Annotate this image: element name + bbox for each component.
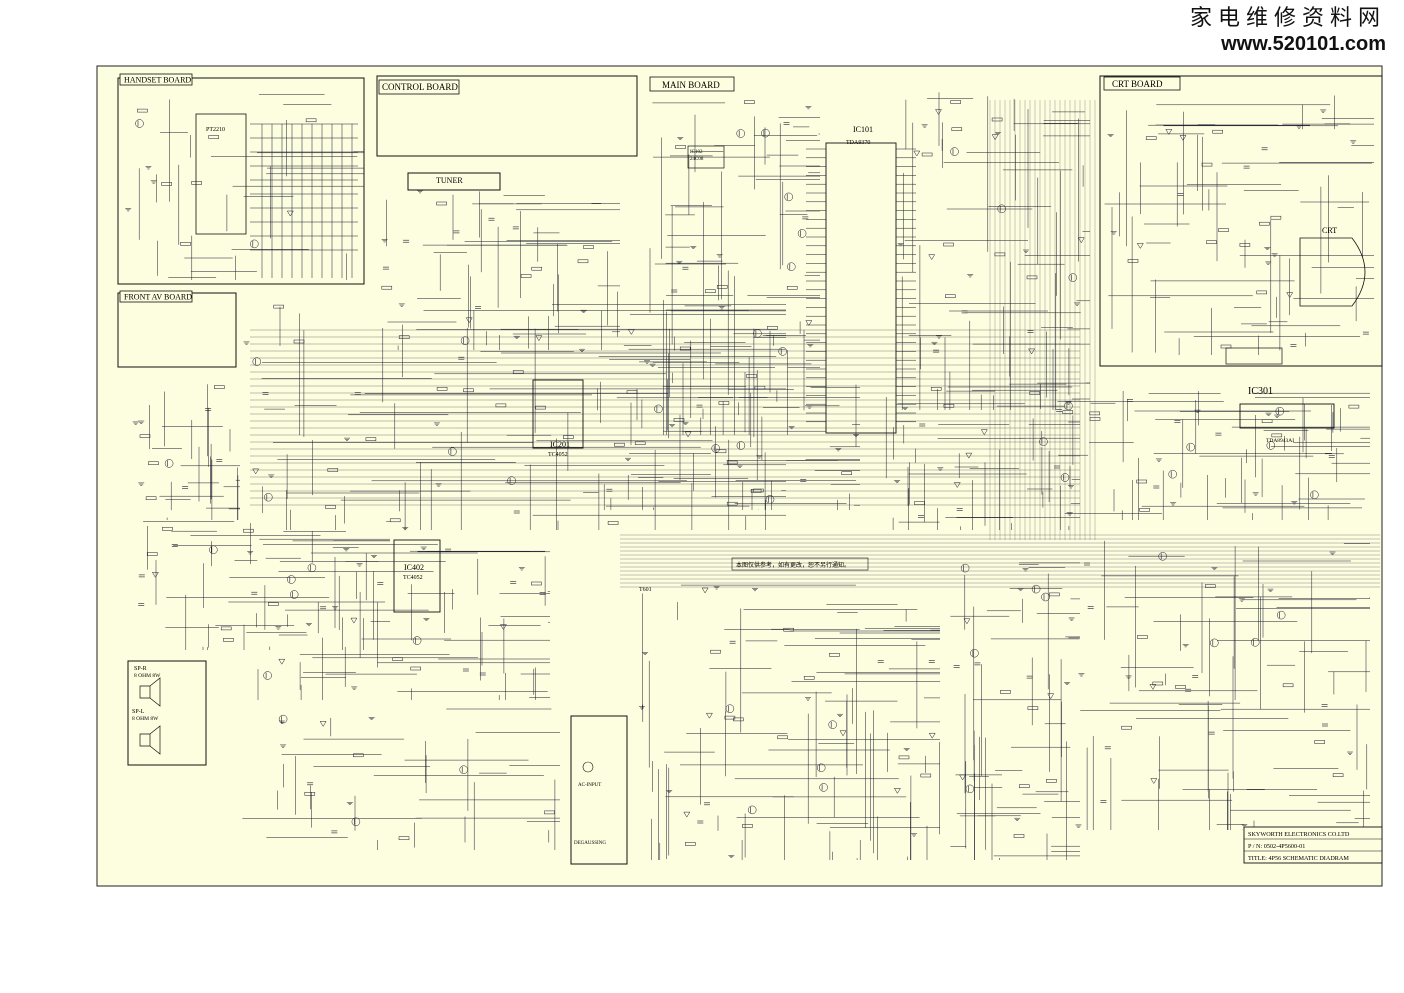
crt-socket	[1225, 347, 1283, 365]
speaker-l-icon	[139, 725, 161, 755]
sp-l-label: SP-L	[132, 709, 145, 715]
sp-r-label: SP-R	[134, 666, 147, 672]
ic201-part: TC4052	[548, 452, 568, 458]
ac-input-label: AC-INPUT	[578, 783, 601, 788]
control-board: CONTROL BOARD	[376, 75, 638, 157]
sp-l-spec: 8 OHM 8W	[132, 716, 159, 722]
title-block: SKYWORTH ELECTRONICS CO.LTD P / N: 0502-…	[1243, 826, 1383, 864]
speaker-block: SP-R 8 OHM 8W SP-L 8 OHM 8W	[127, 660, 207, 766]
watermark: 家电维修资料网 www.520101.com	[1190, 6, 1386, 56]
ic301-name: IC301	[1248, 386, 1273, 397]
ic402: IC402 TC4052	[393, 539, 441, 613]
crt-board: CRT BOARD CRT	[1099, 75, 1383, 367]
ic201: IC201 TC4052	[532, 379, 584, 458]
ic102: IC102 24C08	[687, 145, 725, 169]
crt-tube-symbol	[1299, 237, 1366, 307]
sheet-paper	[96, 65, 1383, 887]
handset-ic-body	[195, 113, 247, 235]
title-company: SKYWORTH ELECTRONICS CO.LTD	[1248, 831, 1350, 838]
control-board-label: CONTROL BOARD	[382, 82, 458, 92]
reference-note: 本图仅供参考，如有更改，恕不另行通知。	[731, 557, 869, 571]
ic101-pins	[806, 148, 916, 423]
ic101: IC101 TDA9370	[806, 125, 916, 434]
degaussing-label: DEGAUSSING	[574, 841, 606, 846]
crt-label: CRT	[1322, 226, 1337, 235]
handset-ic-label: PT2210	[206, 127, 225, 133]
ic102-part: 24C08	[690, 157, 704, 162]
ac-input-block: AC-INPUT DEGAUSSING	[570, 715, 628, 865]
ic101-part: TDA9370	[846, 140, 870, 146]
ground-symbols	[125, 106, 1357, 858]
crt-board-label: CRT BOARD	[1112, 79, 1163, 89]
ic402-part: TC4052	[403, 575, 423, 581]
reference-note-text: 本图仅供参考，如有更改，恕不另行通知。	[736, 561, 850, 569]
sp-r-spec: 8 OHM 8W	[134, 673, 161, 679]
ic301-part: TDA8943AI	[1266, 438, 1294, 444]
handset-board: HANDSET BOARD PT2210	[117, 73, 365, 285]
main-board-tag: MAIN BOARD	[649, 76, 735, 92]
ic402-name: IC402	[404, 563, 424, 572]
t601-label: T601	[639, 587, 652, 593]
watermark-site-name: 家电维修资料网	[1189, 6, 1386, 31]
front-av-board-label: FRONT AV BOARD	[124, 293, 192, 302]
main-board-label: MAIN BOARD	[662, 80, 720, 90]
title-part-no: P / N: 0502-4P5600-01	[1248, 843, 1305, 850]
wiring-network	[138, 92, 1380, 860]
ic201-name: IC201	[550, 440, 570, 449]
component-symbols	[135, 100, 1369, 846]
tuner-label: TUNER	[436, 176, 463, 185]
title-name: TITLE: 4P56 SCHEMATIC DIADRAM	[1248, 855, 1349, 862]
watermark-url: www.520101.com	[1221, 33, 1386, 55]
handset-board-label: HANDSET BOARD	[124, 76, 191, 85]
tuner-block: TUNER	[407, 172, 501, 191]
ic102-name: IC102	[690, 150, 703, 155]
ic101-name: IC101	[853, 125, 873, 134]
ac-plug-icon	[582, 761, 594, 773]
ic301: IC301 TDA8943AI	[1239, 386, 1335, 444]
speaker-r-icon	[139, 677, 161, 707]
front-av-board: FRONT AV BOARD	[117, 290, 237, 368]
